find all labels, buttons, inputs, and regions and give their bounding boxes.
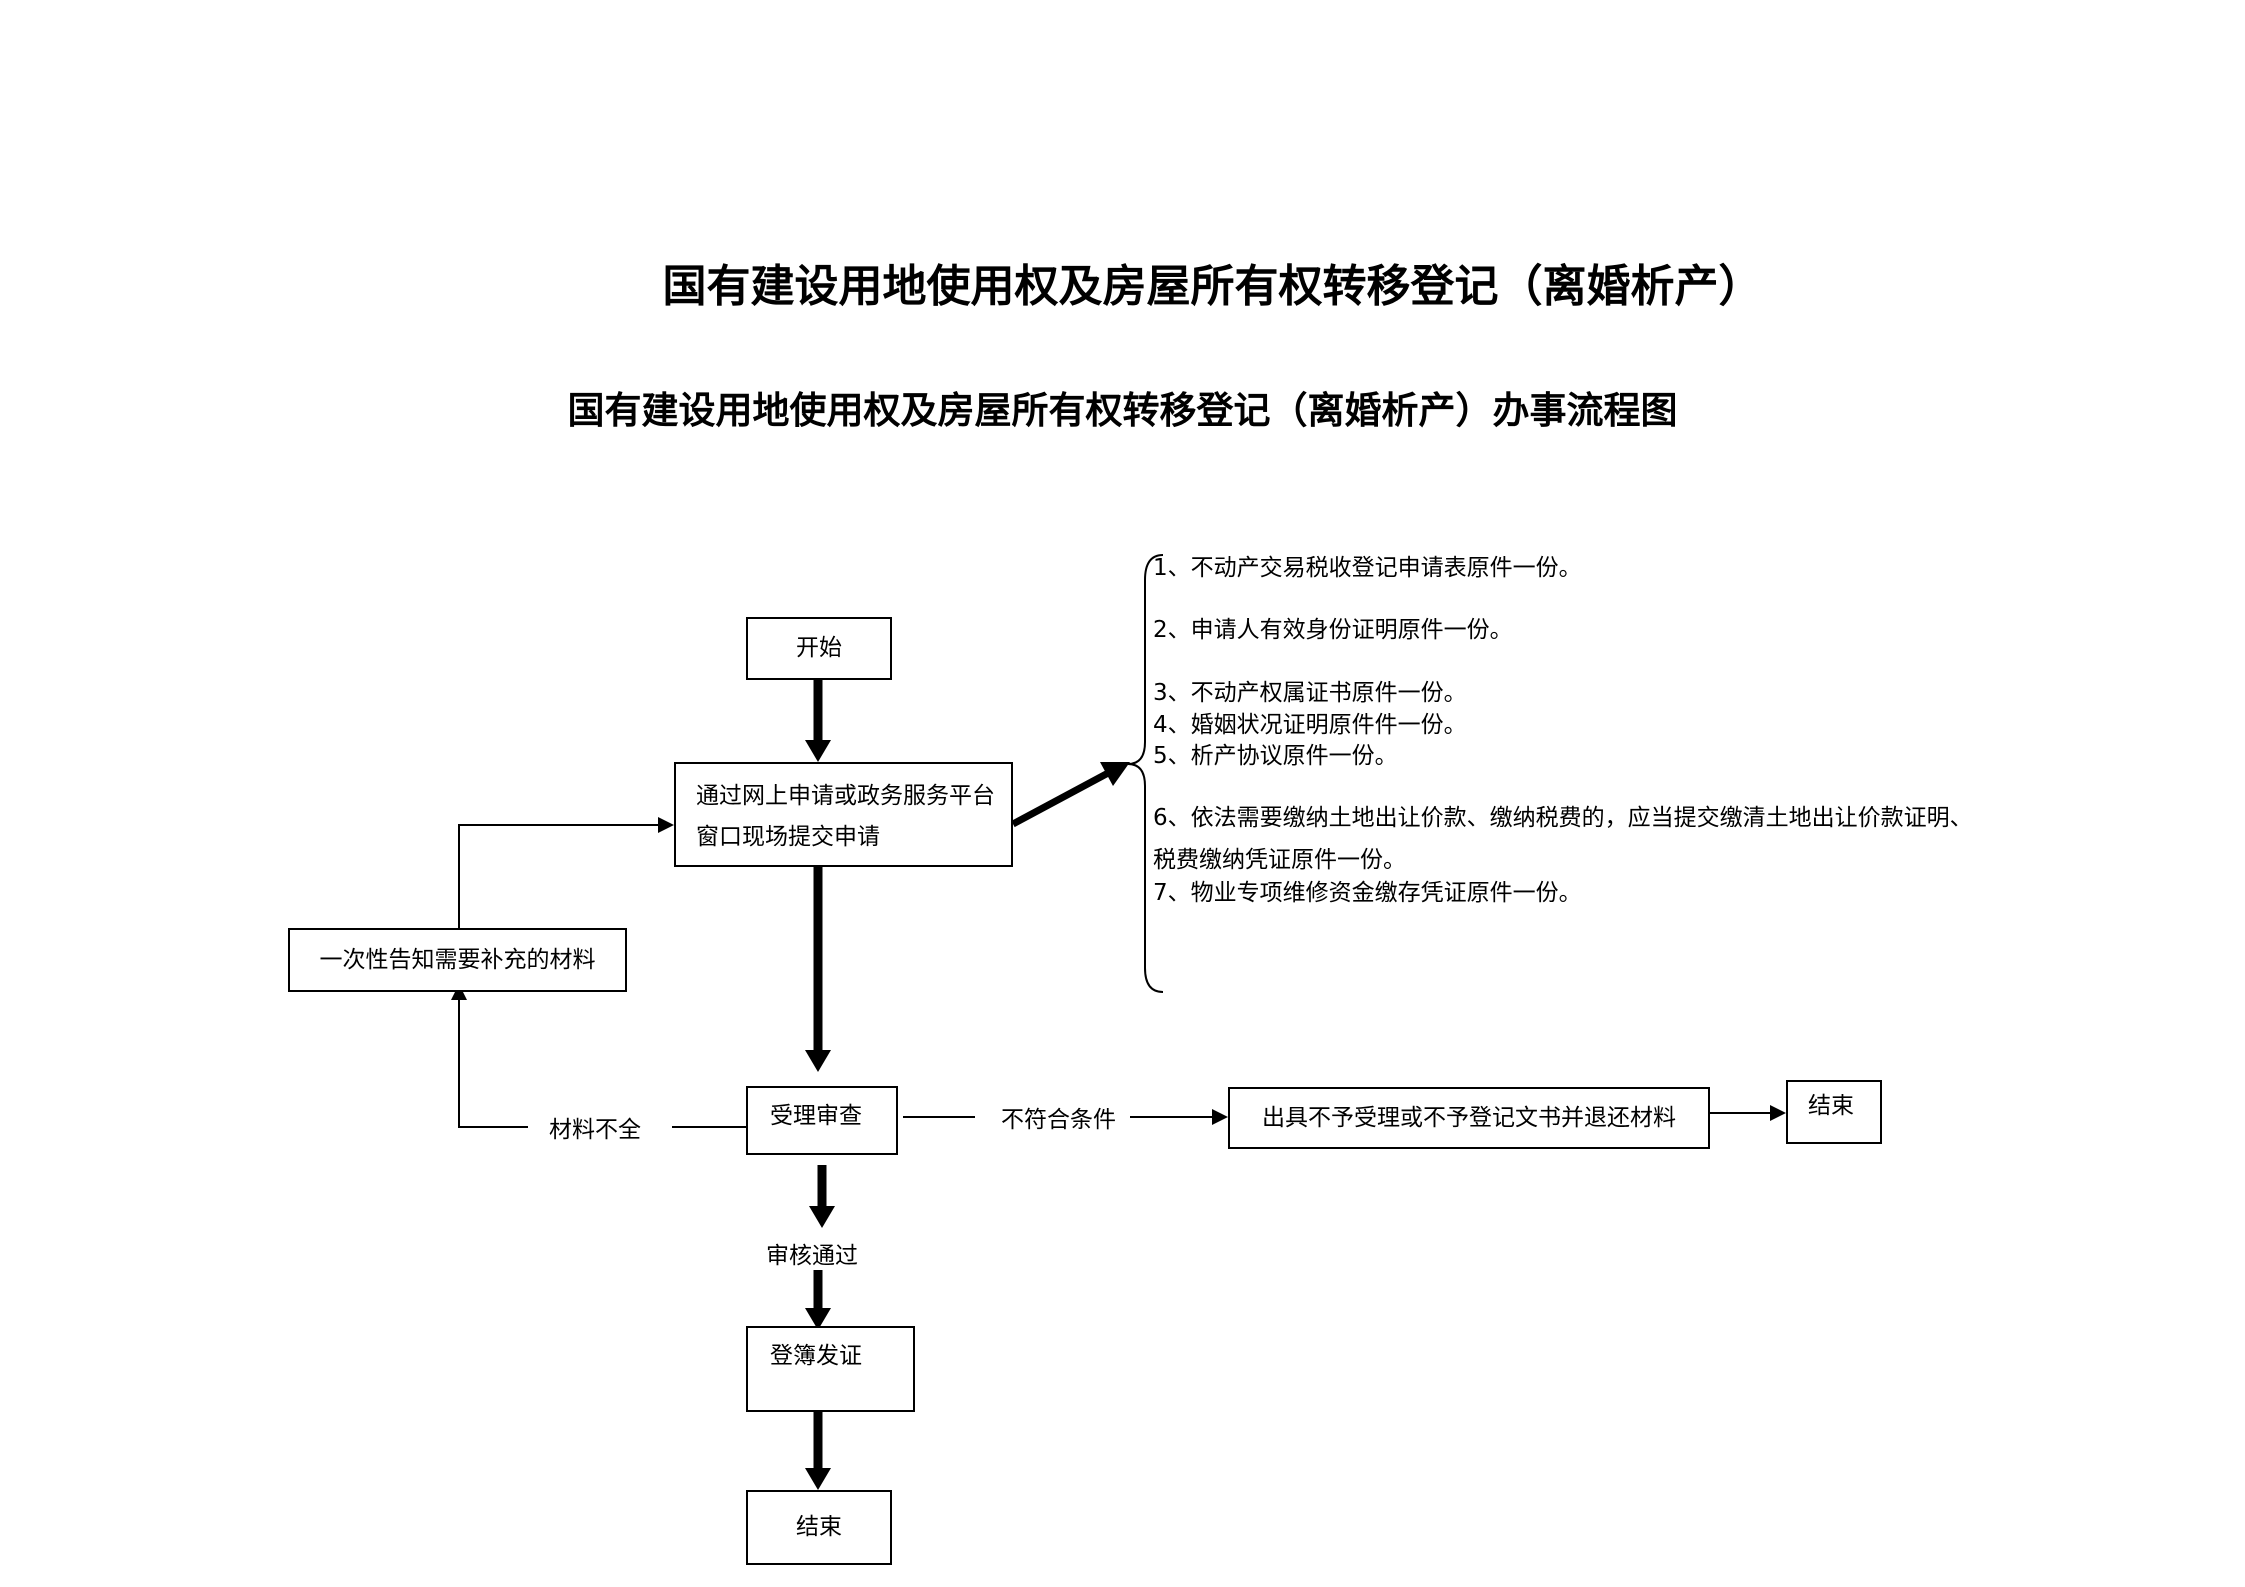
apply-node: 通过网上申请或政务服务平台窗口现场提交申请 [674,762,1013,867]
arrow-reject-to-end [1710,1105,1786,1121]
apply-label: 通过网上申请或政务服务平台窗口现场提交申请 [696,783,995,850]
arrow-review-to-approved [809,1165,835,1228]
requirement-item: 6、依法需要缴纳土地出让价款、缴纳税费的，应当提交缴清土地出让价款证明、 [1153,805,1973,831]
end-node: 结束 [746,1490,892,1565]
arrow-apply-to-review [805,867,831,1072]
issue-label: 登簿发证 [770,1343,862,1369]
review-label: 受理审查 [770,1103,862,1129]
arrow-apply-to-requirements [1011,762,1130,828]
notify-label: 一次性告知需要补充的材料 [319,947,596,973]
requirement-item: 税费缴纳凭证原件一份。 [1153,847,1406,873]
requirement-item: 4、婚姻状况证明原件件一份。 [1153,712,1467,738]
requirement-item: 1、不动产交易税收登记申请表原件一份。 [1153,555,1582,581]
end-reject-node: 结束 [1786,1080,1882,1144]
start-node: 开始 [746,617,892,680]
reject-node: 出具不予受理或不予登记文书并退还材料 [1228,1087,1710,1149]
requirements-brace [1127,554,1164,993]
requirement-item: 5、析产协议原件一份。 [1153,743,1398,769]
arrow-approved-to-issue [805,1268,831,1330]
flowchart-title: 国有建设用地使用权及房屋所有权转移登记（离婚析产）办事流程图 [567,389,1678,432]
arrow-review-to-notify [451,984,746,1128]
reject-label: 出具不予受理或不予登记文书并退还材料 [1262,1105,1676,1131]
label-incomplete: 材料不全 [549,1110,641,1144]
requirement-item: 2、申请人有效身份证明原件一份。 [1153,617,1513,643]
end-reject-label: 结束 [1808,1093,1854,1119]
issue-node: 登簿发证 [746,1326,915,1412]
arrow-review-to-reject [903,1109,1228,1125]
arrow-notify-to-apply [458,817,674,928]
arrow-start-to-apply [805,680,831,762]
label-not-qualified: 不符合条件 [1001,1100,1116,1134]
end-label: 结束 [796,1514,842,1540]
arrow-issue-to-end [805,1412,831,1490]
requirement-item: 3、不动产权属证书原件一份。 [1153,680,1467,706]
label-approved: 审核通过 [766,1236,858,1270]
start-label: 开始 [796,635,842,661]
requirement-item: 7、物业专项维修资金缴存凭证原件一份。 [1153,880,1582,906]
notify-node: 一次性告知需要补充的材料 [288,928,627,992]
review-node: 受理审查 [746,1086,898,1155]
document-title: 国有建设用地使用权及房屋所有权转移登记（离婚析产） [662,261,1763,312]
